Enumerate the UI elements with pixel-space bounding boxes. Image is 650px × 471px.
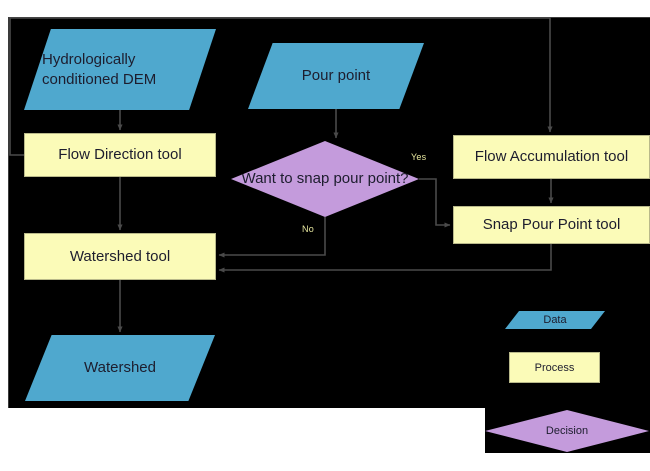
node-pour-point[interactable]: Pour point bbox=[248, 43, 424, 109]
node-flow-direction-tool[interactable]: Flow Direction tool bbox=[24, 133, 216, 177]
connector-decision-yes-to-snap-pour-point bbox=[419, 178, 451, 228]
legend-label: Process bbox=[534, 361, 575, 374]
node-hydrologically-conditioned-dem[interactable]: Hydrologically conditioned DEM bbox=[24, 29, 216, 110]
branch-label-no: No bbox=[302, 224, 314, 234]
node-label: Pour point bbox=[301, 67, 371, 85]
connector-decision-no-to-watershed-tool bbox=[218, 217, 326, 258]
node-flow-accumulation-tool[interactable]: Flow Accumulation tool bbox=[453, 135, 650, 179]
legend-item-data: Data bbox=[505, 311, 605, 329]
legend-label: Data bbox=[543, 314, 567, 326]
branch-label-yes: Yes bbox=[411, 152, 427, 162]
node-label: Hydrologically conditioned DEM bbox=[42, 51, 157, 88]
legend-item-process: Process bbox=[509, 352, 600, 383]
node-label: Snap Pour Point tool bbox=[482, 216, 621, 234]
connector-snap-pour-point-to-watershed-tool bbox=[218, 244, 552, 273]
node-watershed[interactable]: Watershed bbox=[25, 335, 215, 401]
node-snap-pour-point-tool[interactable]: Snap Pour Point tool bbox=[453, 206, 650, 244]
connector-flow-direction-to-flow-accumulation bbox=[9, 17, 553, 156]
node-label: Flow Direction tool bbox=[58, 146, 182, 164]
node-watershed-tool[interactable]: Watershed tool bbox=[24, 233, 216, 280]
node-label: Want to snap pour point? bbox=[241, 170, 409, 188]
node-label: Watershed bbox=[84, 359, 156, 377]
node-label: Flow Accumulation tool bbox=[474, 148, 629, 166]
node-label: Watershed tool bbox=[69, 247, 171, 265]
legend-label: Decision bbox=[545, 425, 589, 437]
